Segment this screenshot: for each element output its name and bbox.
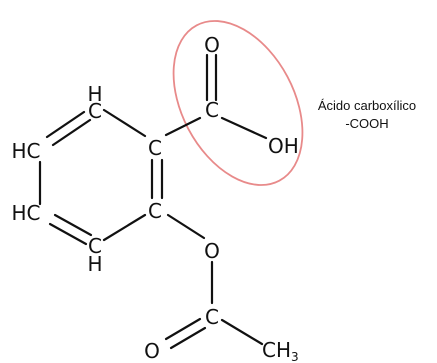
atom-c-carboxyl: C [205, 98, 219, 122]
bond-acetyl-ch3 [220, 318, 264, 346]
bond-ring-bottom-bottomright [102, 213, 147, 242]
bond-ring-top-left-2 [51, 118, 92, 147]
carboxyl-annotation: Ácido carboxílico -COOH [318, 98, 416, 131]
atom-hc-left-upper: HC [11, 139, 40, 163]
atom-c-ring-top-right: C [148, 136, 162, 160]
atom-o-carbonyl: O [204, 33, 220, 57]
atom-h-ring-bottom: H [87, 252, 102, 276]
bond-acetyl-double-2 [169, 326, 207, 350]
bond-ring-top-left-1 [45, 110, 86, 139]
atom-hc-left-lower: HC [11, 201, 40, 225]
annotation-line-1: Ácido carboxílico [318, 98, 416, 113]
atoms: O C OH H C C HC HC C C H O C O CH 3 [11, 33, 298, 363]
atom-oh: OH [268, 134, 299, 158]
annotation-line-2: -COOH [345, 116, 388, 131]
atom-c-ring-bottom: C [88, 234, 102, 258]
atom-ch3-subscript: 3 [291, 350, 299, 363]
bond-ring-bottom-left-2 [53, 213, 93, 237]
atom-o-ester: O [204, 239, 220, 263]
bond-c-oh [220, 116, 268, 140]
bond-ring-bottom-left-1 [48, 222, 88, 246]
atom-c-ring-top: C [88, 99, 102, 123]
bonds [38, 53, 268, 350]
bond-ring-top-topright [102, 108, 147, 138]
carboxyl-highlight-ellipse [172, 20, 304, 186]
atom-ch3: CH [262, 338, 291, 362]
bond-carboxyl-ring [164, 116, 202, 137]
atom-o-acetyl: O [144, 339, 160, 363]
atom-c-ring-bottom-right: C [148, 199, 162, 223]
bond-ring-ester-o [166, 213, 206, 240]
bond-acetyl-double-1 [164, 317, 202, 341]
atom-h-ring-top: H [87, 82, 102, 106]
atom-c-acetyl: C [205, 305, 219, 329]
